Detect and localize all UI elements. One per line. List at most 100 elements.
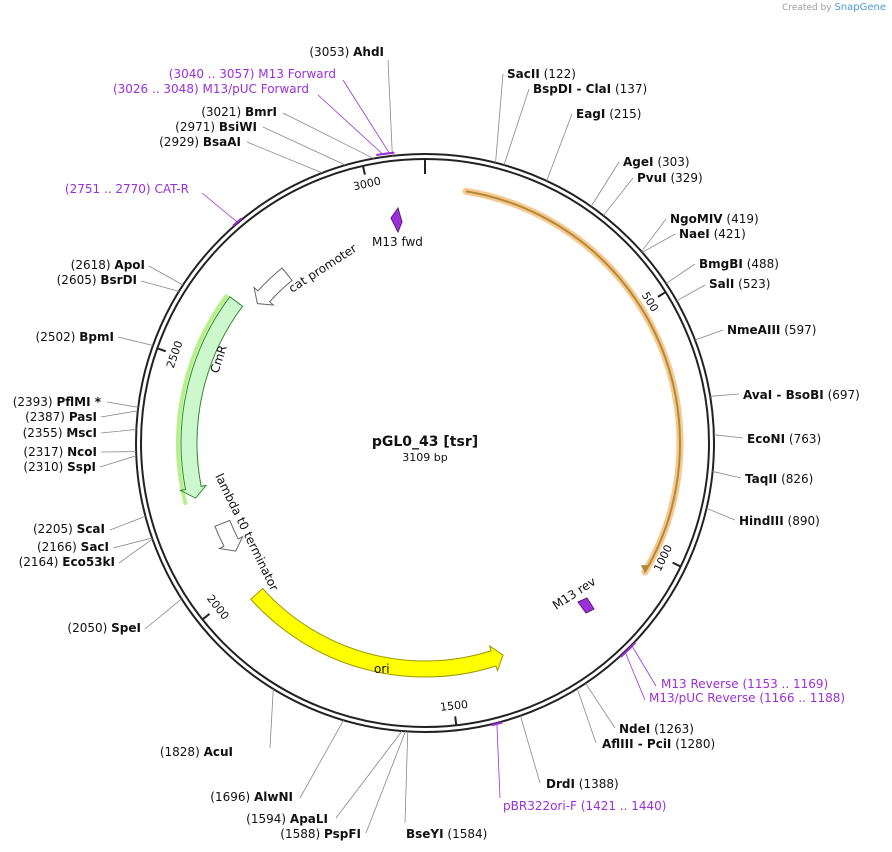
- site-pos: (2355): [23, 426, 63, 440]
- site-leader-line: [365, 731, 406, 834]
- site-name: TaqII: [745, 472, 777, 486]
- site-label: (2310) SspI: [23, 460, 96, 474]
- tick-line: [156, 347, 167, 353]
- site-leader-line: [282, 112, 375, 159]
- site-name: HindIII: [739, 514, 784, 528]
- site-pos: (303): [657, 155, 689, 169]
- primer-range: (2751 .. 2770): [65, 182, 151, 196]
- primer-name: M13/pUC Reverse: [649, 691, 756, 705]
- site-leader-line: [404, 731, 409, 824]
- site-leader-line: [585, 683, 616, 729]
- site-name: BspDI - ClaI: [533, 82, 611, 96]
- site-pos: (1594): [246, 812, 286, 826]
- primer-leader-line: [625, 652, 646, 701]
- site-pos: (2050): [67, 621, 107, 635]
- site-label: (3021) BmrI: [201, 105, 277, 119]
- site-label: (1588) PspFI: [280, 827, 361, 841]
- site-name: AflIII - PciI: [602, 737, 671, 751]
- feature-arrows: [176, 187, 684, 678]
- site-name: ScaI: [77, 522, 105, 536]
- site-name: MscI: [66, 426, 97, 440]
- site-name: EagI: [576, 107, 605, 121]
- site-label: BmgBI (488): [699, 257, 779, 271]
- site-label: NgoMIV (419): [670, 212, 759, 226]
- primer-name: M13/pUC Forward: [202, 82, 309, 96]
- site-leader-line: [495, 73, 504, 163]
- site-pos: (597): [784, 323, 816, 337]
- site-pos: (215): [609, 107, 641, 121]
- site-label: (2393) PflMI *: [13, 395, 102, 409]
- feature-arrowhead: [640, 565, 649, 574]
- site-labels-right: BseYI (1584) DrdI (1388) NdeI (1263) Afl…: [406, 67, 860, 841]
- site-pos: (122): [544, 67, 576, 81]
- site-leader-line: [140, 280, 180, 292]
- site-pos: (488): [747, 257, 779, 271]
- site-leader-line: [641, 218, 667, 252]
- tick-label: 2500: [164, 339, 186, 370]
- site-pos: (2310): [23, 460, 63, 474]
- site-pos: (890): [788, 514, 820, 528]
- site-pos: (419): [726, 212, 758, 226]
- site-name: BmrI: [245, 105, 277, 119]
- plasmid-name: pGL0_43 [tsr]: [372, 434, 478, 450]
- site-leader-line: [299, 720, 344, 799]
- site-name: NcoI: [67, 445, 97, 459]
- site-label: PvuI (329): [637, 171, 703, 185]
- feature-band: [179, 295, 244, 499]
- feature-band: [214, 519, 244, 552]
- site-pos: (2618): [71, 258, 111, 272]
- site-leader-lines: [99, 59, 744, 834]
- site-pos: (2502): [36, 330, 76, 344]
- site-name: PspFI: [324, 827, 361, 841]
- site-pos: (1280): [675, 737, 715, 751]
- plasmid-length: 3109 bp: [402, 451, 447, 464]
- feature-glow: [462, 187, 684, 576]
- primer-leader-line: [342, 79, 390, 154]
- site-name: NgoMIV: [670, 212, 723, 226]
- site-label: NdeI (1263): [619, 722, 694, 736]
- site-name: PvuI: [637, 171, 667, 185]
- site-leader-line: [335, 730, 403, 819]
- tick-label: 2000: [204, 592, 232, 622]
- site-pos: (2166): [37, 540, 77, 554]
- site-leader-line: [602, 177, 634, 216]
- primer-name: CAT-R: [154, 182, 189, 196]
- site-name: SacII: [507, 67, 540, 81]
- site-label: BseYI (1584): [406, 827, 487, 841]
- site-leader-line: [118, 538, 153, 564]
- feature-arc: [465, 190, 681, 573]
- site-label: (2050) SpeI: [67, 621, 141, 635]
- tick-line: [454, 716, 458, 726]
- site-label: (2205) ScaI: [33, 522, 105, 536]
- site-label: BspDI - ClaI (137): [533, 82, 647, 96]
- site-pos: (421): [714, 227, 746, 241]
- site-pos: (1584): [447, 827, 487, 841]
- site-name: SspI: [67, 460, 96, 474]
- site-name: BsrDI: [100, 273, 137, 287]
- site-leader-line: [712, 471, 742, 479]
- site-leader-line: [246, 141, 323, 174]
- feature-band: [250, 587, 504, 678]
- site-pos: (2205): [33, 522, 73, 536]
- backbone-inner-ring: [140, 158, 710, 728]
- site-label: DrdI (1388): [546, 777, 619, 791]
- site-pos: (1263): [654, 722, 694, 736]
- site-label: (2317) NcoI: [23, 445, 97, 459]
- site-name: AlwNI: [254, 790, 293, 804]
- site-leader-line: [144, 598, 182, 630]
- site-leader-line: [109, 515, 146, 531]
- site-leader-line: [117, 336, 154, 346]
- primer-leader-line: [496, 723, 501, 799]
- tick-label: 3000: [352, 175, 382, 194]
- site-name: BseYI: [406, 827, 444, 841]
- snapgene-logo-text: SnapGene: [834, 2, 886, 13]
- snapgene-branding: Created by SnapGene: [782, 2, 886, 13]
- branding-created-by: Created by: [782, 3, 832, 13]
- site-label: (2355) MscI: [23, 426, 97, 440]
- site-leader-line: [546, 113, 573, 181]
- site-label: (3053) AhdI: [309, 45, 384, 59]
- feature-label-ori: ori: [374, 662, 390, 676]
- primer-mark: [376, 152, 390, 157]
- site-pos: (1828): [160, 745, 200, 759]
- site-name: BsiWI: [219, 120, 257, 134]
